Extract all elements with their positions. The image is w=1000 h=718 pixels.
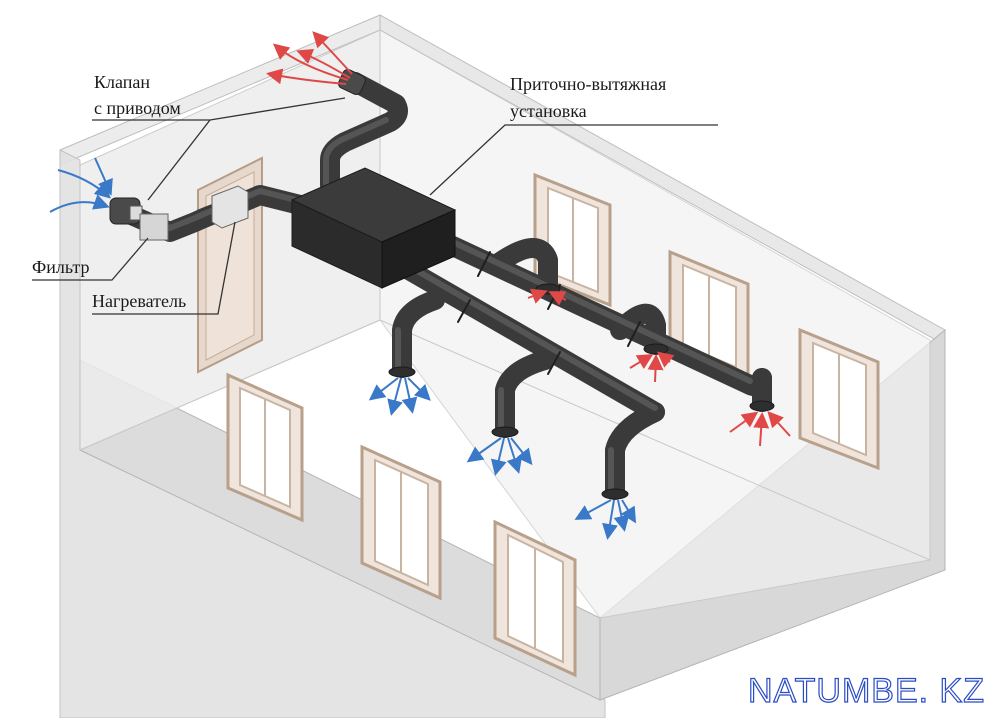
label-heater: Нагреватель: [92, 291, 186, 311]
window: [226, 372, 304, 523]
leader-unit: [429, 124, 718, 196]
label-filter: Фильтр: [32, 257, 89, 277]
exhaust-outlet-duct: [320, 72, 408, 195]
floor-edge: [79, 319, 931, 561]
leader-heater: [92, 221, 236, 315]
labels: Клапан с приводом Приточно-вытяжная уста…: [32, 72, 666, 311]
trunk-duct-lower: [385, 252, 665, 422]
window: [360, 444, 442, 601]
supply-arrows: [49, 157, 637, 540]
label-unit-line2: установка: [510, 101, 587, 121]
label-valve-line1: Клапан: [94, 72, 150, 92]
branch-drop: [495, 350, 555, 438]
left-wall: [59, 149, 606, 718]
valve-with-actuator: [109, 197, 143, 225]
heater-box: [211, 185, 249, 229]
leader-filter: [32, 237, 149, 281]
ducts: [110, 72, 775, 500]
branch-drop: [605, 402, 665, 500]
filter-box: [139, 213, 169, 241]
leader-lines: [32, 97, 718, 315]
branch-drop: [490, 238, 558, 295]
exhaust-arrows: [266, 31, 791, 447]
air-handling-unit: [290, 167, 457, 289]
leader-valve-2: [147, 119, 211, 201]
window: [493, 519, 577, 678]
branch-drop: [392, 290, 445, 378]
watermark-text: NATUMBE. KZ: [748, 672, 985, 710]
label-unit-line1: Приточно-вытяжная: [510, 74, 666, 94]
window: [798, 327, 880, 471]
label-valve-line2: с приводом: [94, 98, 181, 118]
